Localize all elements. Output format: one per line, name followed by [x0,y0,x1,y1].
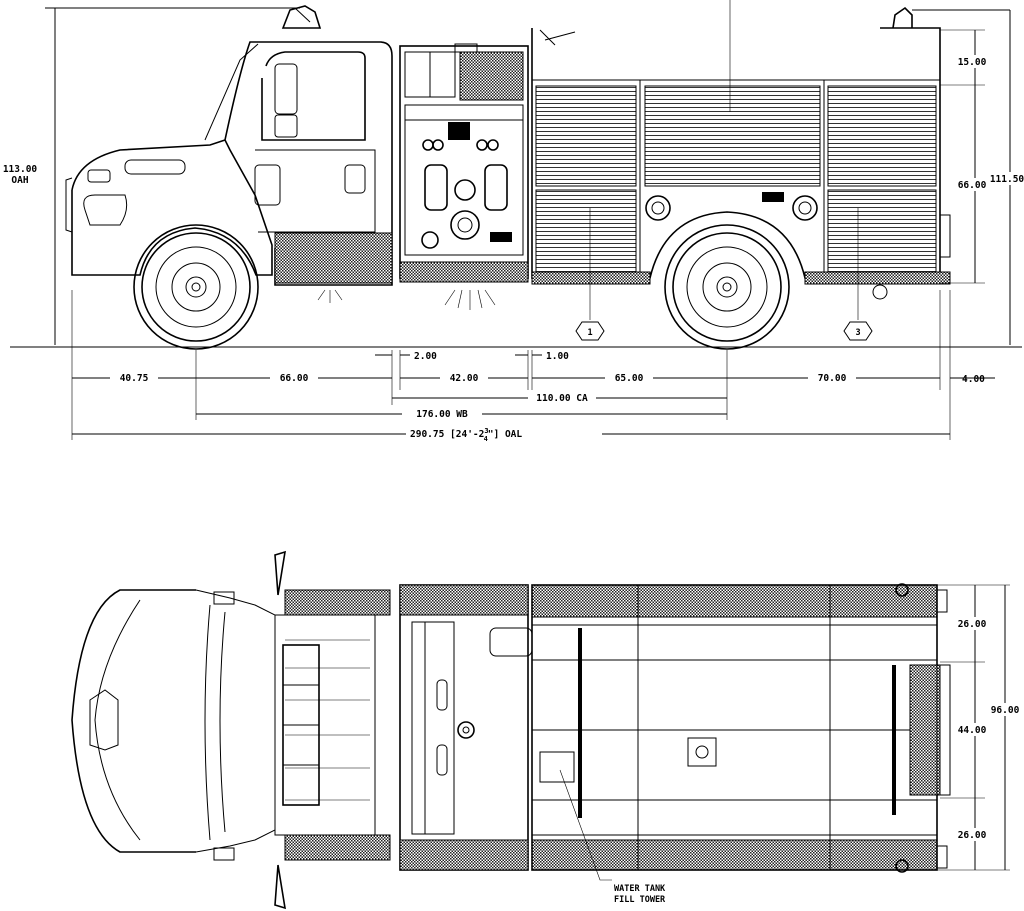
oah-label: OAH [11,175,28,186]
side-upper-dim: 26.00 [958,619,987,630]
overall-length-frac-den: 4 [484,435,488,443]
width-total-dim: 96.00 [991,705,1020,716]
gap-cab-pump-dim: 2.00 [414,351,437,362]
rear-overhang-dim: 4.00 [962,374,985,385]
pump-top [399,584,529,871]
cab-top [71,550,391,910]
apparatus-body [531,6,1010,300]
cab-to-axle-dim: 110.00 CA [536,393,588,404]
side-view: 1 3 113.00 OAH 15.00 66.00 [2,0,1024,443]
fill-tower-line1: WATER TANK [614,884,666,894]
horizontal-dimensions: 2.00 1.00 40.75 66.00 42.00 65.00 70.00 … [71,290,995,443]
overall-length-frac-num: 3 [484,427,488,435]
body-rear-dim: 70.00 [818,373,847,384]
fill-tower-note: WATER TANK FILL TOWER [559,769,666,905]
cab [65,5,393,286]
cab-length-dim: 66.00 [280,373,309,384]
callout-1: 1 [575,208,605,341]
right-vertical-dimensions: 15.00 66.00 111.50 [940,10,1024,345]
fill-tower-line2: FILL TOWER [614,895,666,905]
callout-1-label: 1 [587,328,592,338]
top-view: WATER TANK FILL TOWER 26.00 44.00 26.00 … [71,550,1022,910]
body-top [489,583,951,873]
overall-length-suffix: "] OAL [488,429,523,440]
oah-value: 113.00 [3,164,38,175]
center-width-dim: 44.00 [958,725,987,736]
front-overhang-dim: 40.75 [120,373,149,384]
pump-length-dim: 42.00 [450,373,479,384]
height-total-dim: 111.50 [990,174,1024,185]
callout-3: 3 [843,208,873,341]
front-wheel [133,224,259,350]
oah-dimension: 113.00 OAH [2,7,300,345]
body-front-dim: 65.00 [615,373,644,384]
rear-wheel [664,224,790,350]
top-offset-dim: 15.00 [958,57,987,68]
wheelbase-dim: 176.00 WB [416,409,468,420]
callout-3-label: 3 [855,328,860,338]
pump-panel [317,43,529,310]
side-lower-dim: 26.00 [958,830,987,841]
overall-length-main: 290.75 [24'-2 [410,429,484,440]
compartment-height-dim: 66.00 [958,180,987,191]
gap-pump-body-dim: 1.00 [546,351,569,362]
top-view-dimensions: 26.00 44.00 26.00 96.00 [937,584,1022,871]
